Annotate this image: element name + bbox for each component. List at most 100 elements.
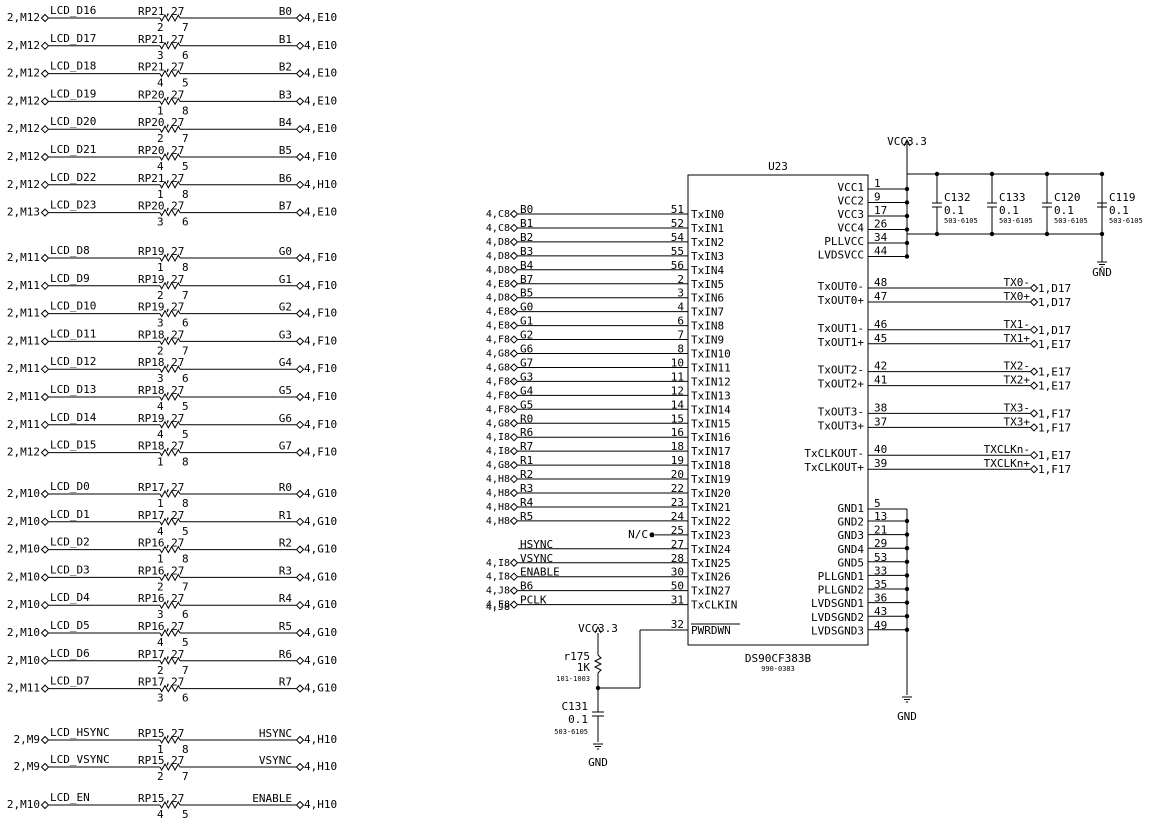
pin-number: 7 (182, 132, 189, 145)
offpage-connector-icon (40, 800, 50, 810)
resistor-pack-icon (159, 420, 181, 429)
offpage-connector-icon (509, 516, 519, 526)
net-label: LCD_D16 (50, 4, 96, 17)
offpage-connector-icon (40, 656, 50, 666)
resistor-pack-icon (159, 152, 181, 162)
dest-port-label: 1,E17 (1038, 366, 1071, 379)
chip-ref-label: U23 (768, 160, 788, 173)
offpage-connector-icon (509, 237, 519, 247)
offpage-connector-icon (1029, 367, 1039, 376)
dest-port-label: 4,F10 (304, 279, 337, 292)
pin-number: 2 (157, 289, 164, 302)
source-port-label: 2,M10 (7, 626, 40, 639)
dest-port-label: 4,G10 (304, 654, 337, 667)
source-port-label: 2,M11 (7, 682, 40, 695)
offpage-connector-icon (509, 405, 519, 414)
no-connect-icon (649, 532, 655, 538)
vcc-label: VCC3.3 (578, 622, 618, 635)
resistor-ref-label: RP20,27 (138, 144, 184, 157)
pin-number: 3 (157, 692, 164, 705)
pin-number: 4 (157, 160, 164, 173)
offpage-connector-icon (295, 309, 305, 318)
input-net-label: G0 (520, 301, 533, 314)
input-net-label: G6 (520, 343, 533, 356)
offpage-connector-icon (40, 337, 50, 346)
gnd-label: GND (1092, 266, 1112, 279)
pin-number: 4 (677, 301, 684, 314)
dest-port-label: 4,G10 (304, 543, 337, 556)
offpage-connector-icon (509, 223, 519, 233)
pin-number: 19 (671, 454, 684, 467)
input-net-label: R2 (520, 468, 533, 481)
source-port-label: 4,C8 (486, 223, 510, 234)
pin-number: 35 (874, 578, 887, 591)
chip-gnd-pin: GND5 (838, 556, 865, 569)
resistor-pack-icon (159, 392, 181, 402)
pin-number: 52 (671, 217, 684, 230)
offpage-connector-icon (40, 281, 50, 291)
source-port-label: 2,M11 (7, 334, 40, 347)
resistor-pack-icon (159, 309, 181, 318)
offpage-connector-icon (1029, 423, 1039, 432)
output-net-label: B3 (279, 88, 292, 101)
source-port-label: 2,M12 (7, 39, 40, 52)
chip-input-pin: TxIN14 (691, 403, 731, 416)
output-net-label: B0 (279, 5, 292, 18)
offpage-connector-icon (509, 209, 519, 219)
output-net-label: R0 (279, 481, 292, 494)
source-port-label: 4,G8 (486, 349, 510, 360)
offpage-connector-icon (295, 41, 305, 51)
pin-number: 14 (671, 398, 685, 411)
chip-output-pin: TxOUT3- (818, 405, 864, 418)
pin-number: 15 (671, 412, 684, 425)
chip-gnd-pin: PLLGND2 (818, 584, 864, 597)
pin-number: 5 (182, 428, 189, 441)
pin-number: 1 (157, 497, 164, 510)
output-net-label: G5 (279, 384, 292, 397)
resistor-pack-icon (159, 656, 181, 665)
pin-number: 8 (182, 261, 189, 274)
offpage-connector-icon (295, 337, 305, 346)
resistor-pack-icon (159, 601, 181, 610)
pin-number: 48 (874, 276, 887, 289)
output-net-label: G6 (279, 412, 292, 425)
chip-output-pin: TxOUT2+ (818, 378, 865, 391)
net-label: LCD_D4 (50, 591, 90, 604)
source-port-label: 4,D8 (486, 237, 510, 248)
capacitor-value: 0.1 (568, 713, 588, 726)
pin-number: 8 (182, 104, 189, 117)
offpage-connector-icon (509, 363, 519, 372)
capacitor-partnum: 503-6105 (1109, 217, 1143, 225)
offpage-connector-icon (509, 377, 519, 386)
pin-number: 45 (874, 332, 887, 345)
source-port-label: 4,I8 (486, 446, 510, 457)
input-net-label: HSYNC (520, 538, 553, 551)
resistor-ref-label: RP16,27 (138, 564, 184, 577)
net-label: LCD_D3 (50, 563, 90, 576)
chip-input-pin: TxIN27 (691, 585, 731, 598)
dest-port-label: 4,G10 (304, 570, 337, 583)
source-port-label: 4,I8 (486, 572, 510, 583)
source-port-label: 4,G8 (486, 418, 510, 429)
input-net-label: R3 (520, 482, 533, 495)
output-net-label: G1 (279, 273, 292, 286)
input-net-label: G3 (520, 370, 533, 383)
resistor-ref-label: RP16,27 (138, 592, 184, 605)
dest-port-label: 4,G10 (304, 598, 337, 611)
output-net-label: B6 (279, 172, 292, 185)
offpage-connector-icon (295, 762, 305, 772)
capacitor-value: 0.1 (999, 204, 1019, 217)
offpage-connector-icon (509, 335, 519, 344)
pin-number: 26 (874, 218, 887, 231)
offpage-connector-icon (509, 488, 519, 498)
offpage-connector-icon (40, 517, 50, 527)
resistor-ref-label: RP20,27 (138, 200, 184, 213)
net-label: LCD_D9 (50, 272, 90, 285)
pin-number: 51 (671, 203, 684, 216)
chip-gnd-pin: GND4 (838, 543, 865, 556)
ground-icon (902, 696, 912, 703)
resistor-ref-label: RP16,27 (138, 537, 184, 550)
pin-number: 55 (671, 245, 684, 258)
capacitor-value: 0.1 (944, 204, 964, 217)
pin-number: 5 (182, 160, 189, 173)
